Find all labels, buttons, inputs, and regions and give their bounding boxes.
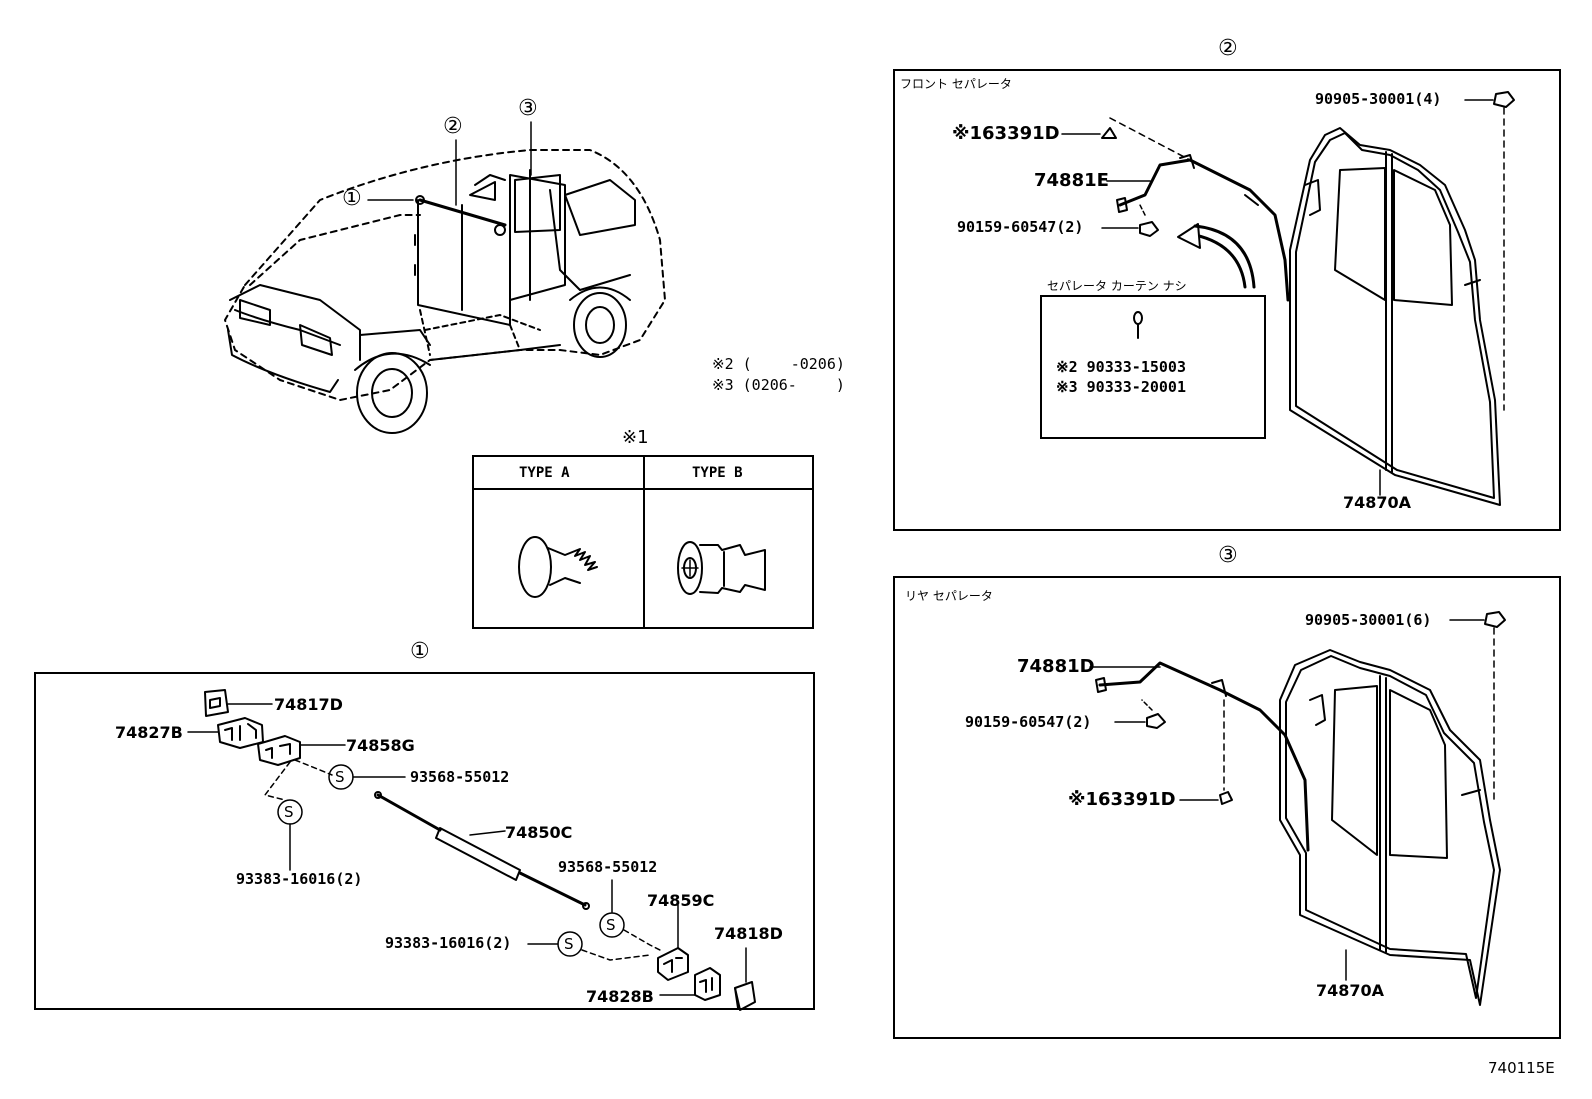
part-74859C[interactable]: 74859C xyxy=(647,891,715,910)
part-93383-16016-b[interactable]: 93383-16016(2) xyxy=(385,934,512,952)
callout-3[interactable]: ③ xyxy=(518,96,538,121)
part-74881D[interactable]: 74881D xyxy=(1017,656,1095,677)
s-symbol-2: S xyxy=(284,803,294,821)
section2-box xyxy=(893,69,1561,531)
type-b-clip-drawing xyxy=(677,541,766,595)
type-a-label: TYPE A xyxy=(519,465,570,481)
part-90159-60547-front[interactable]: 90159-60547(2) xyxy=(957,218,1084,236)
section3-box xyxy=(893,576,1561,1039)
diagram-code: 740115E xyxy=(1488,1059,1555,1077)
section2-marker: ② xyxy=(1218,36,1238,61)
part-74870A-front[interactable]: 74870A xyxy=(1343,493,1412,512)
no-curtain-subbox: ※2 90333-15003 ※3 90333-20001 xyxy=(1040,295,1266,439)
part-74881E[interactable]: 74881E xyxy=(1034,170,1109,191)
type-table: TYPE A TYPE B xyxy=(472,455,814,629)
section3-marker: ③ xyxy=(1218,543,1238,568)
s-symbol-1: S xyxy=(335,768,345,786)
no-curtain-title: セパレータ カーテン ナシ xyxy=(1047,279,1187,293)
part-90159-60547-rear[interactable]: 90159-60547(2) xyxy=(965,713,1092,731)
part-74818D[interactable]: 74818D xyxy=(714,924,783,943)
part-74828B[interactable]: 74828B xyxy=(586,987,654,1006)
section2-title: フロント セパレータ xyxy=(900,77,1012,91)
section3-title: リヤ セパレータ xyxy=(905,589,993,603)
type-table-marker: ※1 xyxy=(622,427,649,448)
part-90905-30001-6[interactable]: 90905-30001(6) xyxy=(1305,611,1432,629)
part-74827B[interactable]: 74827B xyxy=(115,723,183,742)
type-a-clip-drawing xyxy=(518,536,598,598)
part-93383-16016-a[interactable]: 93383-16016(2) xyxy=(236,870,363,888)
no-curtain-part-2[interactable]: ※2 90333-15003 xyxy=(1056,358,1186,376)
type-table-column-divider xyxy=(643,457,645,627)
section1-marker: ① xyxy=(410,639,430,664)
section1-parts-drawing xyxy=(187,689,756,1011)
s-symbol-4: S xyxy=(564,935,574,953)
part-93568-55012-b[interactable]: 93568-55012 xyxy=(558,858,658,876)
vehicle-overview-drawing xyxy=(224,121,666,434)
section2-parts-drawing xyxy=(1061,91,1515,506)
part-74850C[interactable]: 74850C xyxy=(505,823,573,842)
type-b-label: TYPE B xyxy=(692,465,743,481)
no-curtain-part-3[interactable]: ※3 90333-20001 xyxy=(1056,378,1186,396)
callout-1[interactable]: ① xyxy=(342,186,362,211)
legend-line-2: ※2 ( -0206) xyxy=(712,355,845,373)
s-symbol-3: S xyxy=(606,916,616,934)
part-74817D[interactable]: 74817D xyxy=(274,695,343,714)
callout-2[interactable]: ② xyxy=(443,114,463,139)
section3-parts-drawing xyxy=(1089,611,1506,1006)
part-163391D-front[interactable]: ※163391D xyxy=(952,123,1060,144)
section1-box xyxy=(34,672,815,1010)
part-90905-30001-4[interactable]: 90905-30001(4) xyxy=(1315,90,1442,108)
part-93568-55012-a[interactable]: 93568-55012 xyxy=(410,768,510,786)
legend-line-3: ※3 (0206- ) xyxy=(712,376,845,394)
part-163391D-rear[interactable]: ※163391D xyxy=(1068,789,1176,810)
part-74858G[interactable]: 74858G xyxy=(346,736,415,755)
part-74870A-rear[interactable]: 74870A xyxy=(1316,981,1385,1000)
